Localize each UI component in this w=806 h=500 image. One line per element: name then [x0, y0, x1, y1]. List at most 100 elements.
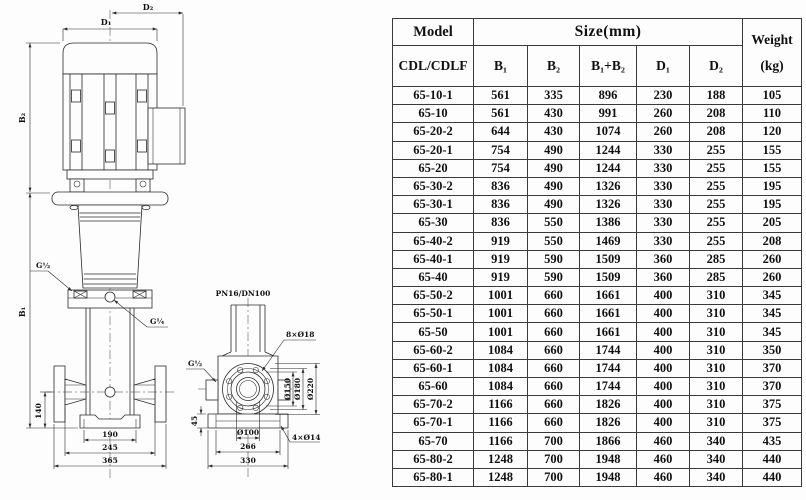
flange-dimensions: Ø150 Ø180 Ø220 Ø100 266 330 45 [190, 363, 320, 469]
value-cell: 836 [473, 176, 528, 197]
value-cell: 660 [527, 340, 580, 360]
value-cell: 400 [636, 340, 690, 360]
weight-label: Weight [751, 31, 793, 47]
value-cell: 1166 [473, 395, 528, 415]
terminal-box [147, 107, 186, 165]
flange-gauge-port-label: G½ [188, 359, 202, 368]
model-cell: 65-70 [392, 431, 474, 451]
value-cell: 1386 [579, 213, 637, 233]
value-cell: 490 [527, 195, 580, 215]
model-cell: 65-30-1 [392, 195, 474, 215]
value-cell: 208 [688, 122, 744, 142]
value-cell: 1248 [473, 467, 528, 488]
pump-column [85, 308, 135, 415]
value-cell: 330 [636, 195, 690, 215]
value-cell: 310 [688, 304, 744, 324]
value-cell: 1948 [579, 467, 637, 488]
value-cell: 255 [688, 213, 744, 233]
value-cell: 460 [636, 467, 690, 488]
col-header-weight: Weight (kg) [742, 18, 803, 87]
value-cell: 260 [636, 122, 690, 142]
dim-label-d2: D₂ [143, 2, 154, 12]
pump-technical-drawing: D₂ D₁ B₂ B₁ 140 190 245 [17, 2, 320, 480]
motor-stool [51, 191, 169, 211]
value-cell: 1001 [473, 304, 528, 324]
base-holes-label: 4×Ø14 [292, 433, 320, 442]
value-cell: 836 [473, 195, 528, 215]
value-cell: 360 [636, 249, 690, 269]
flange-view: PN16/DN100 [186, 289, 320, 478]
value-cell: 490 [527, 140, 580, 160]
dim-label-45: 45 [190, 416, 199, 426]
value-cell: 340 [688, 467, 744, 488]
value-cell: 991 [579, 104, 637, 124]
value-cell: 1166 [473, 431, 528, 451]
drain-port-label: G¼ [150, 317, 164, 326]
value-cell: 310 [688, 395, 744, 415]
model-cell: 65-20-2 [392, 122, 474, 142]
value-cell: 205 [742, 213, 803, 233]
value-cell: 260 [636, 104, 690, 124]
value-cell: 400 [636, 395, 690, 415]
value-cell: 490 [527, 158, 580, 178]
value-cell: 550 [527, 231, 580, 251]
value-cell: 330 [636, 213, 690, 233]
value-cell: 1326 [579, 195, 637, 215]
value-cell: 370 [742, 376, 803, 397]
dim-label-140: 140 [34, 403, 43, 419]
flange-spec-label: PN16/DN100 [216, 289, 271, 298]
value-cell: 1866 [579, 431, 637, 451]
flange-annotations: 8×Ø18 G½ 4×Ø14 [186, 330, 320, 443]
value-cell: 1001 [473, 322, 528, 342]
col-header-b2: B₂ [527, 45, 580, 87]
value-cell: 208 [688, 104, 744, 124]
value-cell: 340 [688, 449, 744, 469]
col-header-d1: D₁ [636, 45, 690, 87]
col-header-model: Model [392, 18, 474, 46]
value-cell: 310 [688, 286, 744, 306]
value-cell: 310 [688, 376, 744, 397]
value-cell: 345 [742, 304, 803, 324]
value-cell: 700 [527, 467, 580, 488]
value-cell: 260 [742, 249, 803, 269]
value-cell: 400 [636, 304, 690, 324]
value-cell: 490 [527, 176, 580, 197]
weight-unit-label: (kg) [760, 57, 784, 73]
model-cell: 65-70-1 [392, 413, 474, 433]
value-cell: 430 [527, 104, 580, 124]
value-cell: 1509 [579, 267, 637, 288]
dim-label-365: 365 [102, 456, 118, 465]
value-cell: 836 [473, 213, 528, 233]
dim-label-dia100: Ø100 [237, 428, 259, 437]
value-cell: 285 [688, 267, 744, 288]
value-cell: 255 [688, 231, 744, 251]
value-cell: 1661 [579, 322, 637, 342]
value-cell: 350 [742, 340, 803, 360]
col-header-size: Size(mm) [472, 18, 744, 46]
value-cell: 310 [688, 340, 744, 360]
model-cell: 65-10 [392, 104, 474, 124]
value-cell: 370 [742, 358, 803, 379]
model-cell: 65-30 [392, 213, 474, 233]
value-cell: 195 [742, 195, 803, 215]
value-cell: 155 [742, 140, 803, 160]
model-cell: 65-60 [392, 376, 474, 397]
value-cell: 1074 [579, 122, 637, 142]
dim-label-266: 266 [240, 442, 256, 451]
value-cell: 1084 [473, 358, 528, 379]
value-cell: 660 [527, 286, 580, 306]
value-cell: 230 [636, 85, 690, 106]
value-cell: 330 [636, 140, 690, 160]
value-cell: 700 [527, 431, 580, 451]
value-cell: 105 [742, 85, 803, 106]
